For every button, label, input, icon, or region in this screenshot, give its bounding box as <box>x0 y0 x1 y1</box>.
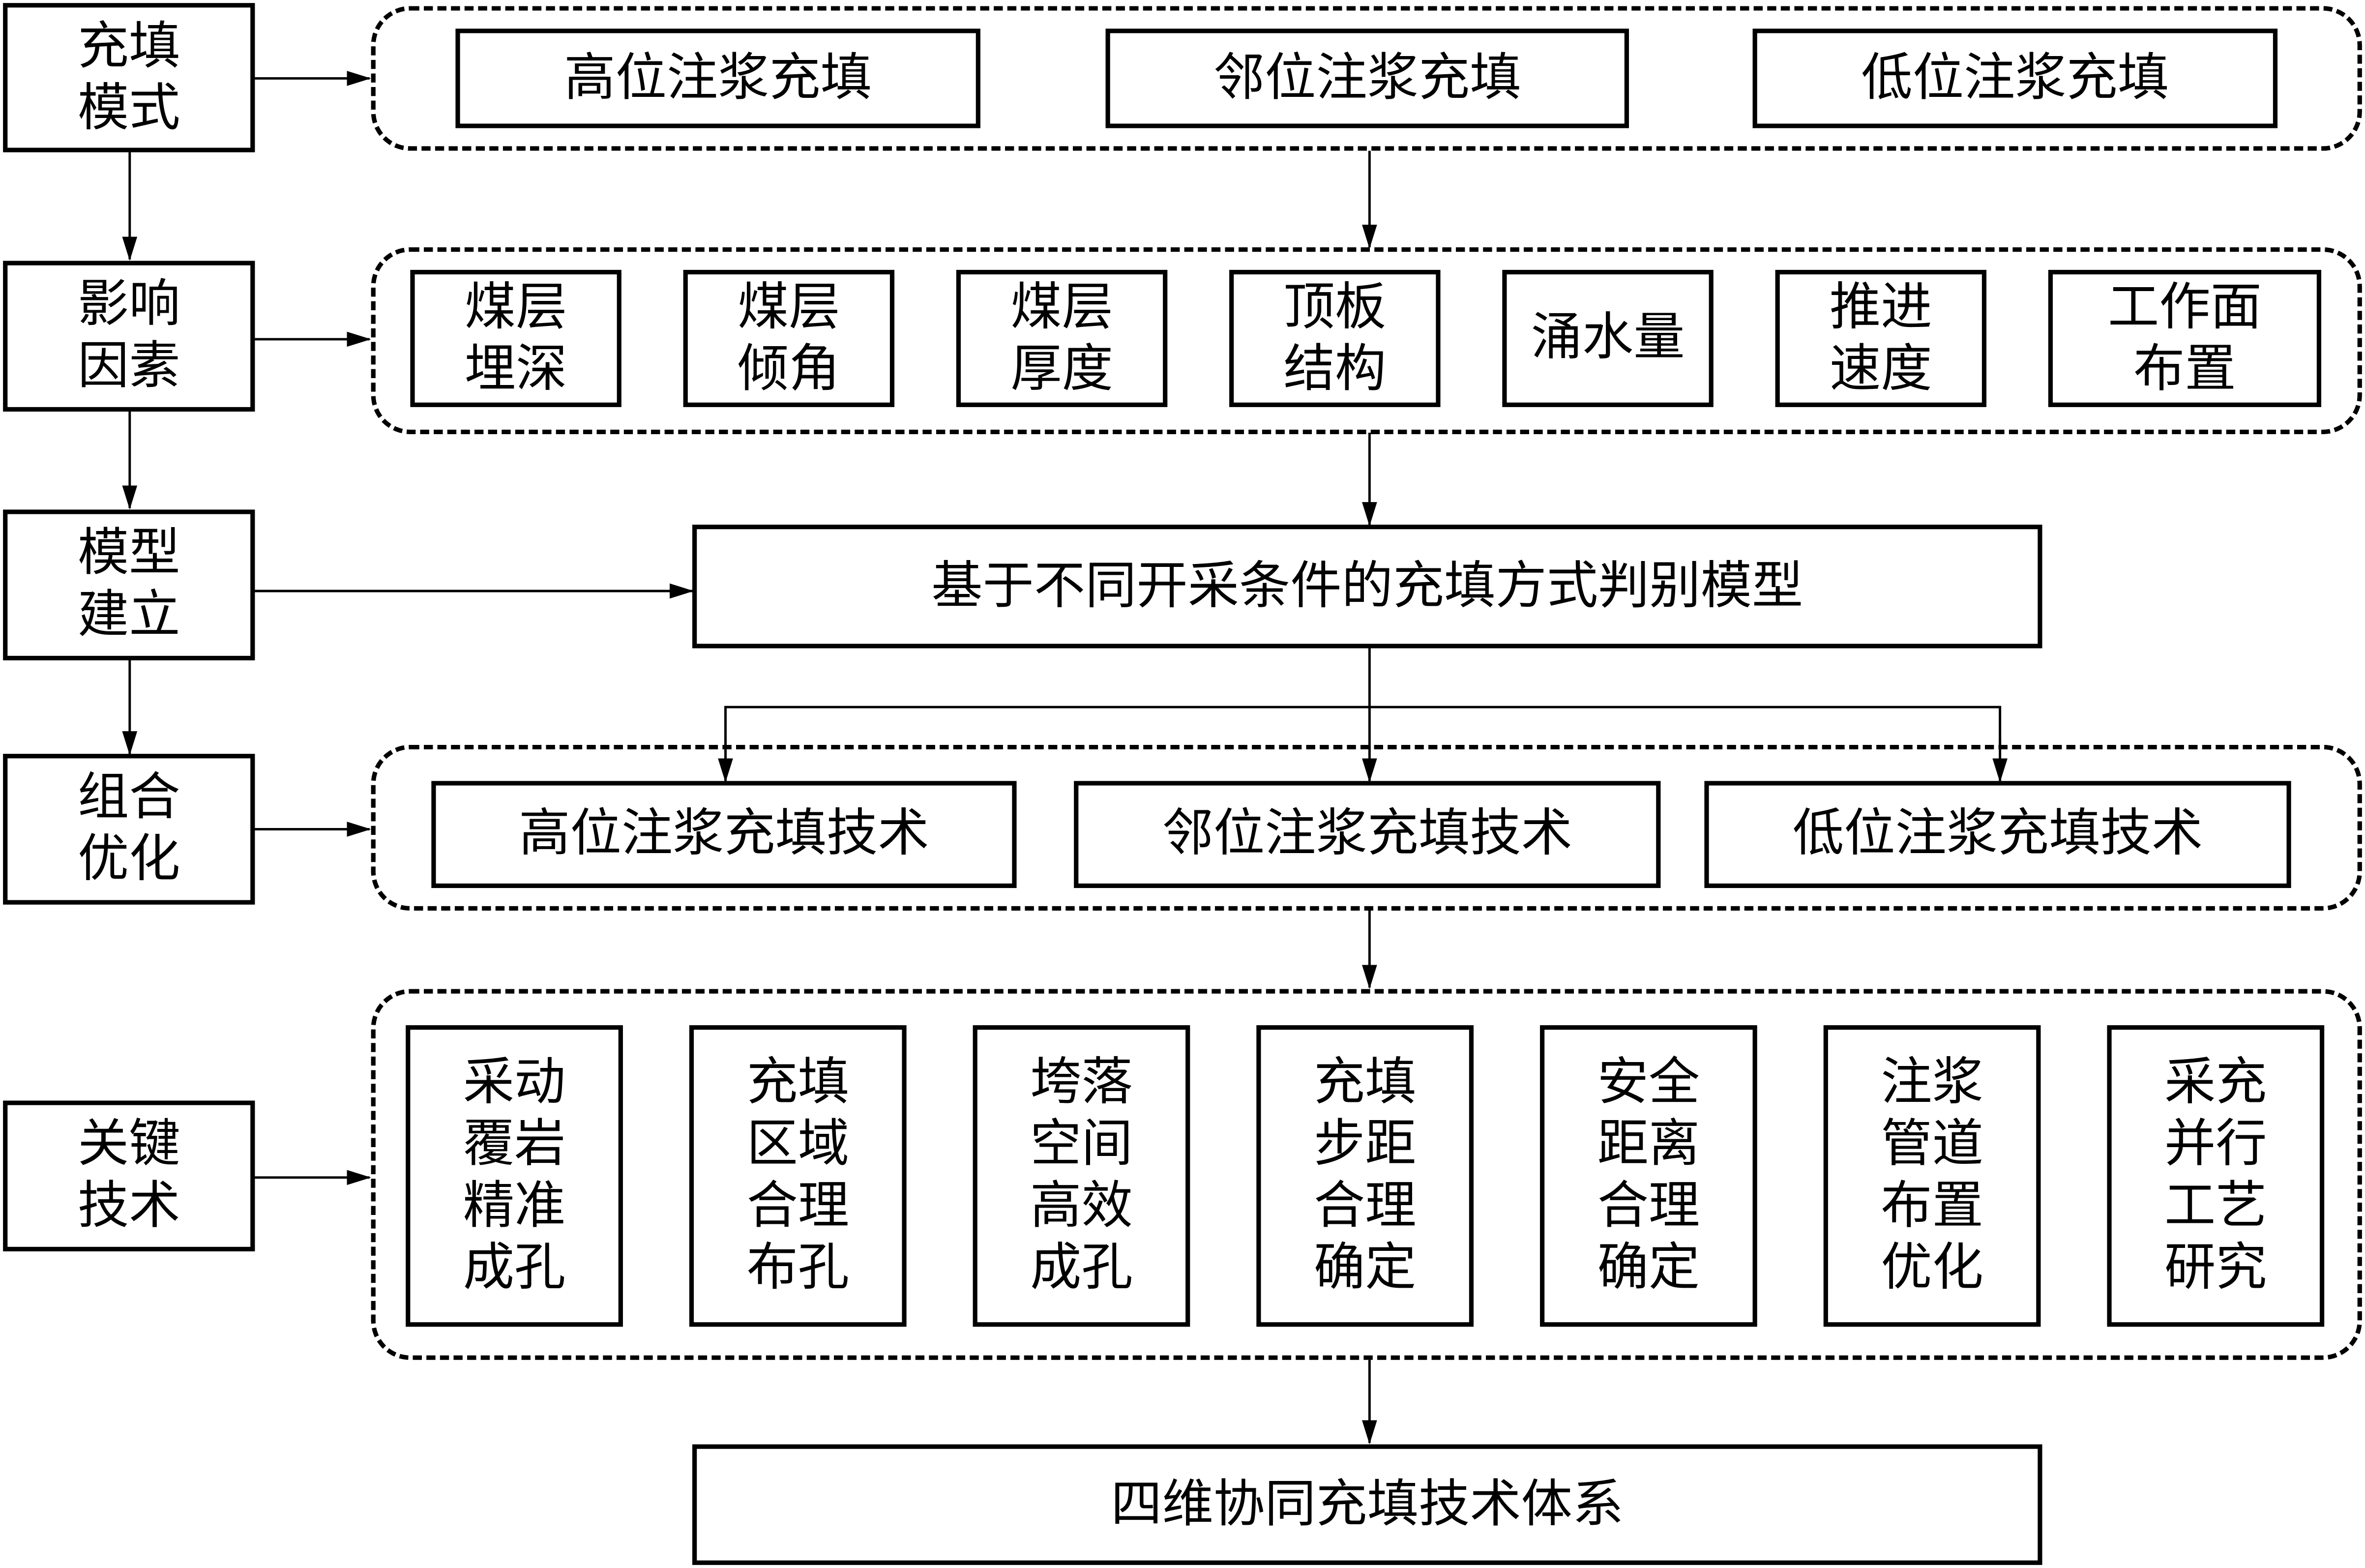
stage-influence-factors: 影响 因素 <box>3 261 255 412</box>
key-tech-3: 垮落 空间 高效 成孔 <box>973 1025 1190 1327</box>
key-tech-label: 安全 距离 合理 确定 <box>1597 1052 1700 1299</box>
factor-roof-structure: 顶板 结构 <box>1229 269 1441 407</box>
fill-mode-low: 低位注浆充填 <box>1752 29 2278 128</box>
technique-high: 高位注浆充填技术 <box>431 781 1017 888</box>
result-label: 四维协同充填技术体系 <box>1111 1474 1624 1534</box>
stage-label: 充填 模式 <box>77 16 180 138</box>
key-tech-6: 注浆 管道 布置 优化 <box>1823 1025 2041 1327</box>
factor-face-layout: 工作面 布置 <box>2048 269 2322 407</box>
stage-fill-mode: 充填 模式 <box>3 3 255 152</box>
key-tech-label: 注浆 管道 布置 优化 <box>1881 1052 1983 1299</box>
group-techniques <box>371 744 2362 911</box>
fill-mode-high: 高位注浆充填 <box>455 29 980 128</box>
factor-label: 煤层 倾角 <box>738 276 840 399</box>
stage-model-building: 模型 建立 <box>3 509 255 661</box>
key-tech-label: 充填 区域 合理 布孔 <box>746 1052 850 1299</box>
key-tech-label: 采动 覆岩 精准 成孔 <box>463 1052 566 1299</box>
factor-label: 推进 速度 <box>1829 276 1932 399</box>
key-tech-2: 充填 区域 合理 布孔 <box>689 1025 907 1327</box>
key-tech-label: 充填 步距 合理 确定 <box>1313 1052 1417 1299</box>
factor-label: 煤层 厚度 <box>1010 276 1113 399</box>
stage-key-technology: 关键 技术 <box>3 1100 255 1252</box>
factor-label: 煤层 埋深 <box>464 276 567 399</box>
group-fill-modes <box>371 6 2362 151</box>
key-tech-7: 采充 并行 工艺 研究 <box>2107 1025 2325 1327</box>
stage-label: 模型 建立 <box>77 523 180 646</box>
fill-mode-label: 邻位注浆充填 <box>1213 47 1521 108</box>
factor-seam-dip: 煤层 倾角 <box>683 269 895 407</box>
factor-advance-speed: 推进 速度 <box>1775 269 1987 407</box>
model-label: 基于不同开采条件的充填方式判别模型 <box>931 555 1803 616</box>
stage-label: 组合 优化 <box>77 767 180 890</box>
branch-line <box>724 706 2002 748</box>
fill-mode-label: 低位注浆充填 <box>1861 47 2169 108</box>
key-tech-4: 充填 步距 合理 确定 <box>1256 1025 1474 1327</box>
model-box: 基于不同开采条件的充填方式判别模型 <box>692 525 2042 649</box>
technique-label: 高位注浆充填技术 <box>519 803 929 864</box>
factor-label: 顶板 结构 <box>1283 276 1387 399</box>
technique-adjacent: 邻位注浆充填技术 <box>1074 781 1661 888</box>
key-tech-label: 采充 并行 工艺 研究 <box>2164 1052 2267 1299</box>
key-tech-1: 采动 覆岩 精准 成孔 <box>406 1025 623 1327</box>
stage-label: 影响 因素 <box>77 274 180 397</box>
factor-label: 涌水量 <box>1531 307 1685 368</box>
stage-combined-optimization: 组合 优化 <box>3 754 255 905</box>
factor-water-inflow: 涌水量 <box>1502 269 1714 407</box>
fill-mode-label: 高位注浆充填 <box>564 47 872 108</box>
group-influence-factors <box>371 247 2362 435</box>
result-box: 四维协同充填技术体系 <box>692 1444 2042 1565</box>
factor-label: 工作面 布置 <box>2107 276 2262 399</box>
key-tech-5: 安全 距离 合理 确定 <box>1540 1025 1757 1327</box>
stage-label: 关键 技术 <box>77 1114 180 1237</box>
key-tech-label: 垮落 空间 高效 成孔 <box>1030 1052 1133 1299</box>
group-key-technologies <box>371 989 2362 1360</box>
technique-label: 邻位注浆充填技术 <box>1162 803 1572 864</box>
fill-mode-adjacent: 邻位注浆充填 <box>1105 29 1629 128</box>
technique-low: 低位注浆充填技术 <box>1704 781 2291 888</box>
technique-label: 低位注浆充填技术 <box>1792 803 2203 864</box>
factor-seam-thickness: 煤层 厚度 <box>956 269 1168 407</box>
factor-seam-depth: 煤层 埋深 <box>410 269 621 407</box>
